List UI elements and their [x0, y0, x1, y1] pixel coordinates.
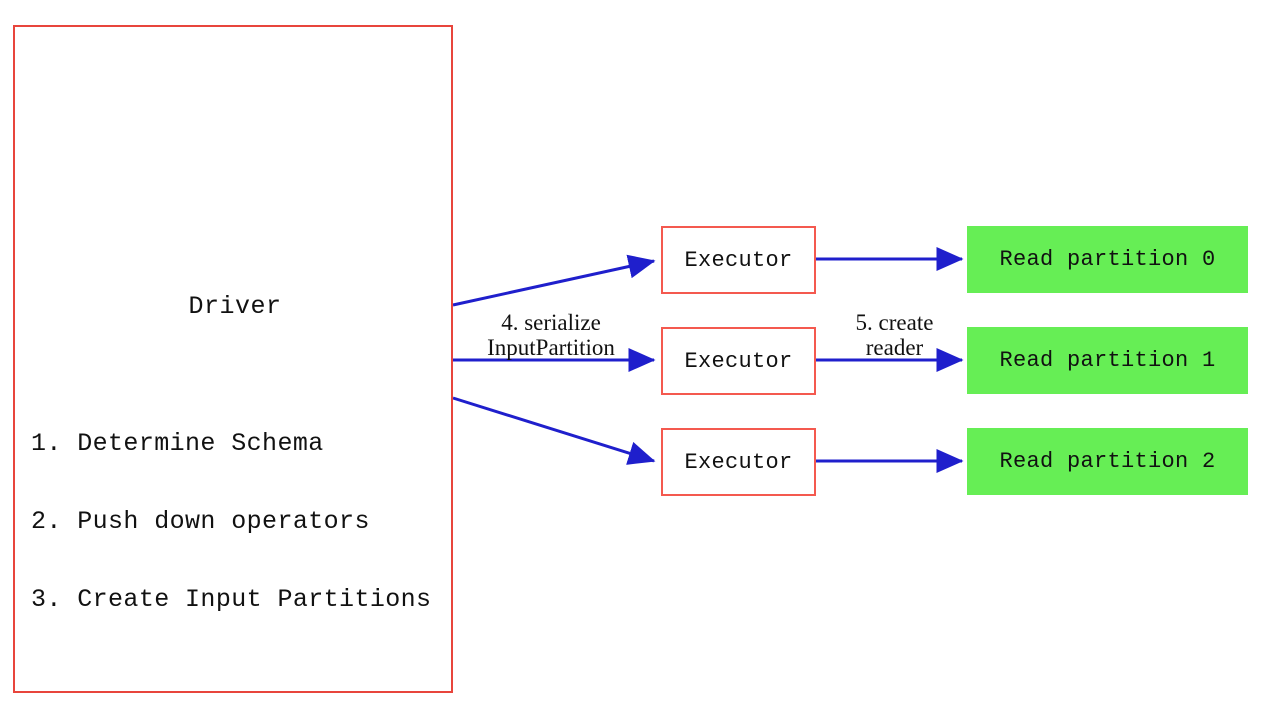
partition-label-1: Read partition 1	[999, 348, 1216, 373]
driver-step-2: 2. Push down operators	[31, 507, 370, 536]
driver-step-1: 1. Determine Schema	[31, 429, 324, 458]
partition-label-2: Read partition 2	[999, 449, 1216, 474]
executor-label-3: Executor	[684, 449, 793, 475]
executor-box-3: Executor	[661, 428, 816, 496]
executor-box-1: Executor	[661, 226, 816, 294]
executor-label-2: Executor	[684, 348, 793, 374]
partition-box-0: Read partition 0	[967, 226, 1248, 293]
executor-box-2: Executor	[661, 327, 816, 395]
arrow-driver-to-executor-1	[452, 254, 656, 307]
executor-label-1: Executor	[684, 247, 793, 273]
partition-box-2: Read partition 2	[967, 428, 1248, 495]
arrow-driver-to-executor-3	[452, 396, 656, 465]
partition-box-1: Read partition 1	[967, 327, 1248, 394]
driver-box: Driver 1. Determine Schema 2. Push down …	[13, 25, 453, 693]
edge-label-create-reader: 5. create reader	[855, 310, 934, 360]
partition-label-0: Read partition 0	[999, 247, 1216, 272]
driver-step-3: 3. Create Input Partitions	[31, 585, 432, 614]
driver-title: Driver	[188, 292, 282, 321]
edge-label-serialize-inputpartition: 4. serialize InputPartition	[487, 310, 615, 360]
driver-steps-list: 1. Determine Schema 2. Push down operato…	[31, 379, 431, 665]
